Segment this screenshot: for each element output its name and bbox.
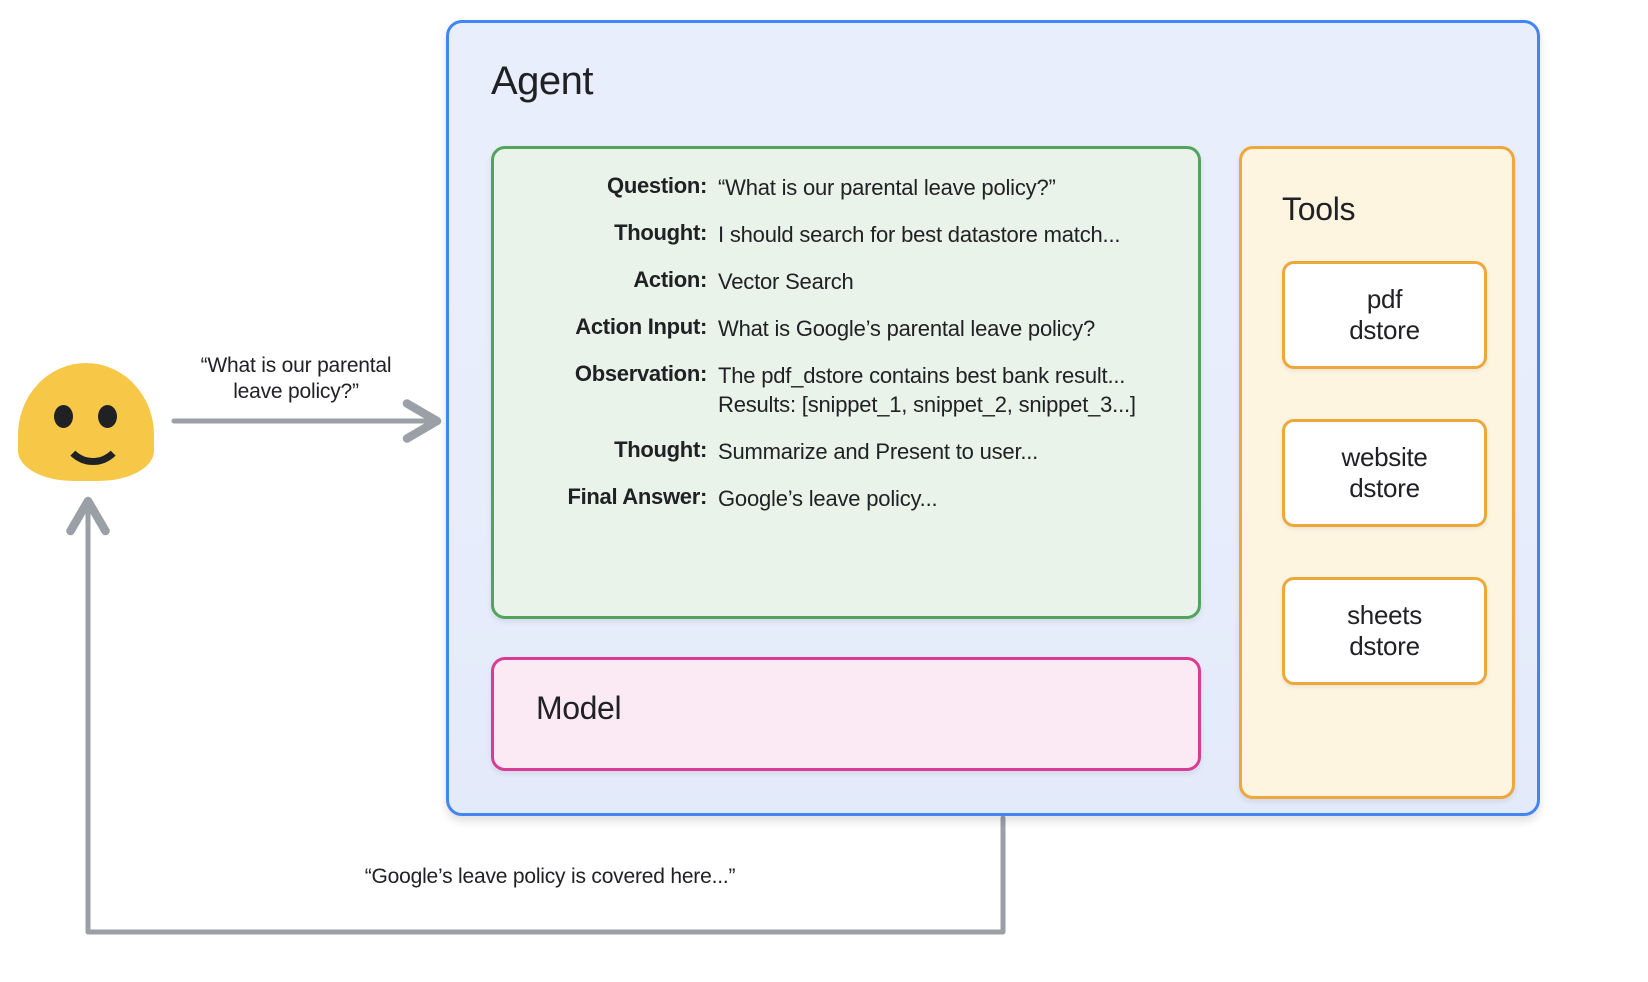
arrow-agent-to-user bbox=[66, 496, 1006, 935]
trace-row: Thought: I should search for best datasto… bbox=[494, 220, 1198, 249]
trace-row-key: Thought: bbox=[614, 220, 707, 246]
trace-row-key: Action Input: bbox=[575, 314, 707, 340]
agent-title: Agent bbox=[491, 59, 594, 103]
trace-row-key: Question: bbox=[607, 173, 707, 198]
trace-row-key: Thought: bbox=[614, 437, 707, 463]
model-panel: Model bbox=[491, 657, 1201, 771]
trace-row-value: Vector Search bbox=[718, 269, 854, 295]
trace-row: Thought: Summarize and Present to user... bbox=[494, 437, 1198, 466]
trace-row-value: Google’s leave policy... bbox=[718, 486, 938, 512]
tool-card[interactable]: website dstore bbox=[1282, 419, 1487, 527]
trace-row: Action Input: What is Google’s parental l… bbox=[494, 314, 1198, 343]
agent-container: Agent Question: “What is our parental lea… bbox=[446, 20, 1540, 816]
avatar-smile-icon bbox=[61, 423, 125, 465]
avatar-eye-right-icon bbox=[98, 405, 117, 428]
agent-answer-label: “Google’s leave policy is covered here..… bbox=[364, 865, 736, 888]
user-question-label: “What is our parental leave policy?” bbox=[200, 354, 392, 404]
trace-row-value: The pdf_dstore contains best bank result… bbox=[718, 363, 1136, 418]
trace-row-key: Action: bbox=[633, 267, 707, 293]
trace-row-key: Final Answer: bbox=[567, 484, 707, 510]
trace-row: Action: Vector Search bbox=[494, 267, 1198, 296]
trace-row: Final Answer: Google’s leave policy... bbox=[494, 484, 1198, 513]
tools-title: Tools bbox=[1282, 191, 1356, 227]
tool-card[interactable]: sheets dstore bbox=[1282, 577, 1487, 685]
trace-row-list: Question: “What is our parental leave pol… bbox=[494, 173, 1198, 531]
tools-panel: Tools pdf dstore website dstore sheets dst… bbox=[1239, 146, 1515, 799]
avatar-eye-left-icon bbox=[54, 405, 73, 428]
tool-card-list: pdf dstore website dstore sheets dstore bbox=[1282, 261, 1487, 735]
trace-row-value: Summarize and Present to user... bbox=[718, 439, 1039, 465]
trace-row-value: What is Google’s parental leave policy? bbox=[718, 316, 1096, 342]
trace-row-value: “What is our parental leave policy?” bbox=[718, 175, 1056, 200]
tool-card[interactable]: pdf dstore bbox=[1282, 261, 1487, 369]
user-avatar bbox=[18, 363, 154, 481]
trace-row: Observation: The pdf_dstore contains best… bbox=[494, 361, 1198, 419]
trace-row: Question: “What is our parental leave pol… bbox=[494, 173, 1198, 202]
model-title: Model bbox=[536, 690, 622, 726]
trace-row-key: Observation: bbox=[574, 361, 707, 387]
agent-trace-panel: Question: “What is our parental leave pol… bbox=[491, 146, 1201, 619]
trace-row-value: I should search for best datastore match… bbox=[718, 222, 1121, 248]
